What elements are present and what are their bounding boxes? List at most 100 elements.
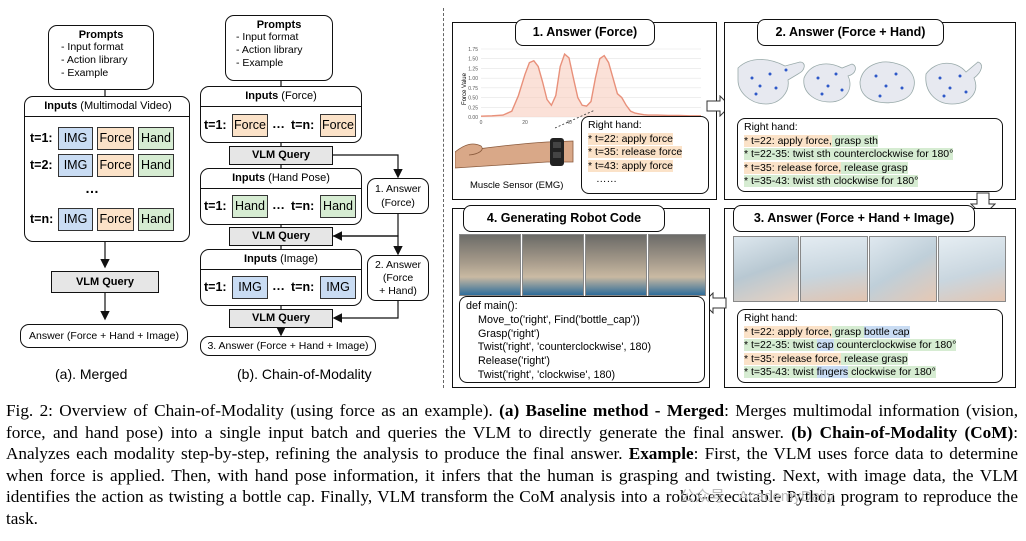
com-prompts-item: - Action library [236, 44, 303, 56]
com-t1-label: t=1: [204, 118, 227, 132]
merged-row-label: t=2: [30, 158, 53, 172]
com-chip-hand: Hand [232, 195, 268, 218]
com-inputs-image-title: Inputs (Image) [244, 253, 318, 265]
com-t1-label: t=1: [204, 199, 227, 213]
merged-chip-hand: Hand [138, 154, 174, 177]
y-axis-label: Force Value [462, 72, 468, 105]
merged-chip-force: Force [97, 154, 134, 177]
code-line: Grasp('right') [466, 327, 540, 340]
y-tick-label: 0.25 [468, 105, 478, 111]
answer-line: * t=35: release force, release grasp [744, 161, 908, 174]
panel-3-title: 3. Answer (Force + Hand + Image) [733, 205, 975, 232]
divider [200, 188, 362, 189]
panel-4-title: 4. Generating Robot Code [463, 205, 665, 232]
robot-photo [648, 234, 706, 296]
answer-line: * t=22: apply force [588, 132, 673, 145]
y-tick-label: 0.50 [468, 96, 478, 102]
merged-chip-force: Force [97, 127, 134, 150]
y-tick-label: 1.50 [468, 57, 478, 63]
figure-caption: Fig. 2: Overview of Chain-of-Modality (u… [6, 401, 1019, 528]
answer-line: * t=22: apply force, grasp sth [744, 134, 878, 147]
merged-row-label: t=n: [30, 212, 54, 226]
com-tn-label: t=n: [291, 199, 315, 213]
com-vlm-query-2: VLM Query [229, 227, 333, 246]
arm-emg-illustration [455, 138, 574, 169]
y-tick-label: 1.75 [468, 47, 478, 53]
merged-prompts-item: - Input format [61, 41, 124, 53]
x-tick-label: 20 [522, 120, 528, 125]
hand-pose-renders [737, 59, 982, 105]
com-vlm-query-3: VLM Query [229, 309, 333, 328]
com-vlm-query-1: VLM Query [229, 146, 333, 165]
merged-chip-img: IMG [58, 208, 93, 231]
com-dots: … [272, 278, 285, 293]
code-line: def main(): [466, 300, 518, 312]
answer-line: * t=22: apply force, grasp bottle cap [744, 325, 910, 338]
code-line: Twist('right', 'counterclockwise', 180) [466, 341, 652, 354]
com-inputs-force-title: Inputs (Force) [245, 90, 317, 102]
com-tn-label: t=n: [291, 280, 315, 294]
robot-photo [459, 234, 521, 296]
merged-inputs-divider [24, 116, 190, 117]
code-line: Move_to('right', Find('bottle_cap')) [466, 313, 640, 326]
com-label: (b). Chain-of-Modality [237, 366, 372, 382]
robot-photo [585, 234, 647, 296]
com-chip-force: Force [320, 114, 356, 137]
hand-photo [800, 236, 868, 302]
merged-answer-box: Answer (Force + Hand + Image) [20, 324, 188, 348]
com-t1-label: t=1: [204, 280, 227, 294]
com-tn-label: t=n: [291, 118, 315, 132]
chart-area [481, 54, 701, 117]
com-answer-2-line: + Hand) [379, 285, 417, 297]
com-arrows [276, 81, 403, 337]
answer-line: * t=22-35: twist sth counterclockwise fo… [744, 148, 954, 160]
y-tick-label: 0.75 [468, 86, 478, 92]
com-answer-2-line: (Force [382, 272, 414, 284]
merged-chip-hand: Hand [138, 208, 174, 231]
panel-2-answer: Right hand: * t=22: apply force, grasp s… [737, 118, 1003, 192]
merged-vlm-query: VLM Query [51, 271, 159, 293]
merged-label: (a). Merged [55, 366, 128, 382]
panel-2-title: 2. Answer (Force + Hand) [757, 19, 944, 46]
merged-chip-force: Force [97, 208, 134, 231]
com-answer-2-line: 2. Answer [374, 259, 422, 271]
merged-inputs-title: Inputs (Multimodal Video) [44, 100, 172, 112]
divider [200, 106, 362, 107]
com-inputs-hand-title: Inputs (Hand Pose) [232, 172, 330, 184]
x-tick-label: 0 [480, 120, 483, 125]
answer-line: * t=22-35: twist cap counterclockwise fo… [744, 339, 957, 351]
panel-1-answer: Right hand: * t=22: apply force * t=35: … [581, 116, 709, 194]
hand-photo [733, 236, 799, 302]
com-dots: … [272, 197, 285, 212]
y-tick-label: 1.25 [468, 66, 478, 72]
answer-head: Right hand: [588, 119, 642, 131]
merged-ellipsis: … [85, 180, 99, 196]
code-line: Twist('right', 'clockwise', 180) [466, 368, 616, 381]
hand-mesh [803, 63, 856, 103]
merged-chip-hand: Hand [138, 127, 174, 150]
com-answer-1-line: 1. Answer [374, 183, 422, 195]
com-dots: … [272, 116, 285, 131]
com-answer-2: 2. Answer (Force + Hand) [367, 255, 429, 301]
com-chip-img: IMG [232, 276, 268, 299]
divider [200, 269, 362, 270]
hand-mesh [925, 61, 982, 105]
merged-row-label: t=1: [30, 131, 53, 145]
x-tick-label: 40 [566, 120, 572, 125]
panel-4-code-box: def main(): Move_to('right', Find('bottl… [459, 296, 705, 383]
column-separator [443, 8, 444, 388]
com-chip-force: Force [232, 114, 268, 137]
com-column: Prompts - Input format - Action library … [195, 0, 445, 395]
y-tick-label: 0.00 [468, 115, 478, 121]
panel-1-title: 1. Answer (Force) [515, 19, 655, 46]
com-answer-1: 1. Answer (Force) [367, 178, 429, 214]
merged-column: Prompts - Input format - Action library … [0, 0, 210, 395]
com-chip-img: IMG [320, 276, 356, 299]
answer-line: * t=43: apply force [588, 159, 673, 172]
hand-photo [869, 236, 937, 302]
merged-prompts-item: - Action library [61, 54, 128, 66]
answer-line: * t=35: release force, release grasp [744, 352, 908, 365]
answer-tail: …… [596, 173, 617, 185]
answer-line: * t=35: release force [588, 146, 683, 158]
merged-arrows [100, 90, 110, 321]
